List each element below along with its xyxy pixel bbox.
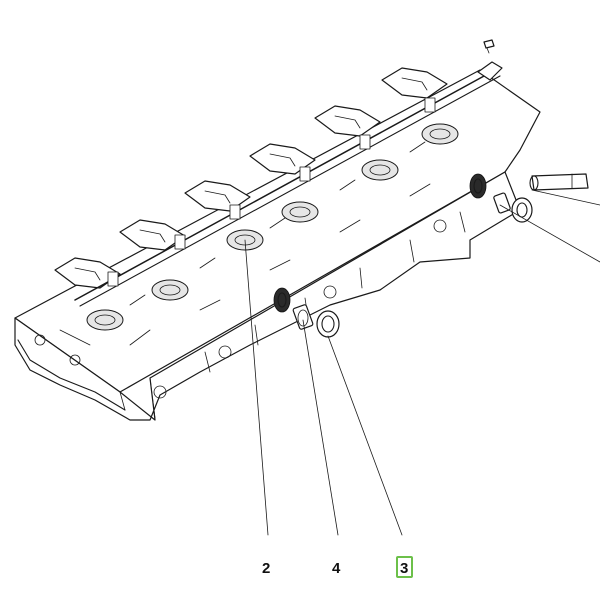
callout-labels: 2 4 3 xyxy=(262,556,413,578)
part-4-sleeve xyxy=(292,304,314,330)
callout-3: 3 xyxy=(400,560,408,577)
part-3-seal-ring xyxy=(316,310,340,338)
leader-line-right-bottom xyxy=(499,204,600,263)
leader-line-4 xyxy=(302,319,339,536)
leader-lines xyxy=(244,189,600,536)
rocker-rail xyxy=(74,61,503,307)
callout-4: 4 xyxy=(332,560,341,577)
leader-line-2 xyxy=(244,239,269,536)
callout-3-highlight xyxy=(396,556,413,578)
leader-line-3 xyxy=(327,335,403,536)
cylinder-head xyxy=(14,69,541,421)
side-bosses xyxy=(34,219,447,399)
callout-2: 2 xyxy=(262,560,270,577)
leader-line-right-top xyxy=(531,189,600,206)
small-bolt-icon xyxy=(483,39,495,54)
valve-ports xyxy=(59,123,459,346)
injector-seals xyxy=(273,173,533,338)
connector-pipe xyxy=(529,173,589,191)
